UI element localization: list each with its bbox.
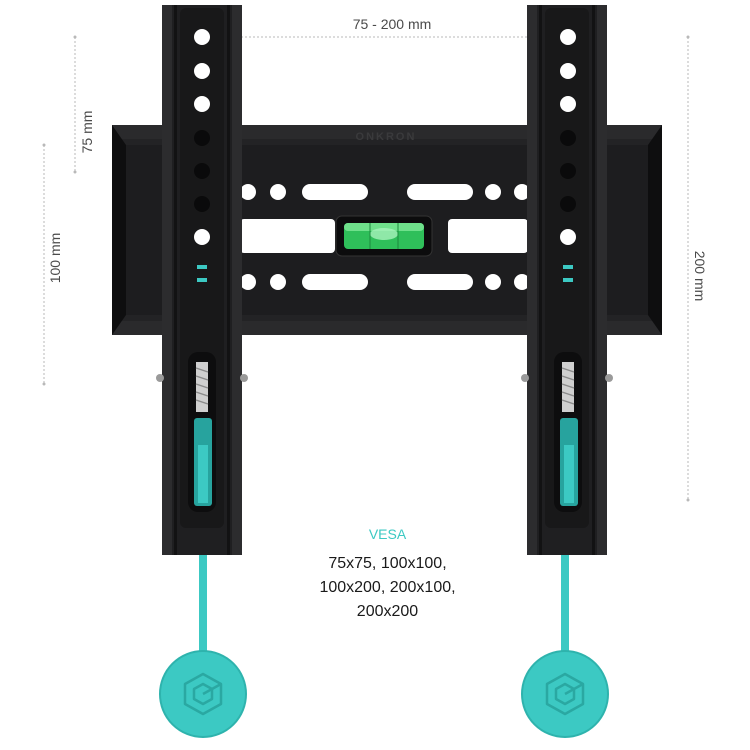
onkron-logo-icon [545, 672, 585, 716]
pull-cords [199, 550, 569, 660]
vesa-info: VESA 75x75, 100x100, 100x200, 200x100, 2… [280, 524, 495, 624]
dimension-lines [43, 36, 689, 500]
dim-label-right: 200 mm [692, 251, 708, 302]
vesa-line: 100x200, 200x100, [319, 579, 456, 596]
brand-label: ONKRON [356, 131, 417, 143]
bubble-level-icon [335, 215, 433, 257]
pull-tab-right [521, 650, 609, 738]
right-bracket [521, 5, 613, 555]
pull-tab-left [159, 650, 247, 738]
onkron-logo-icon [183, 672, 223, 716]
vesa-line: 75x75, 100x100, [328, 555, 447, 572]
vesa-line: 200x200 [356, 603, 419, 620]
vesa-title: VESA [368, 526, 407, 542]
dim-label-horizontal: 75 - 200 mm [353, 16, 432, 32]
dim-label-left-outer: 100 mm [47, 233, 63, 284]
left-bracket [156, 5, 248, 555]
dim-label-left-inner: 75 mm [79, 111, 95, 154]
